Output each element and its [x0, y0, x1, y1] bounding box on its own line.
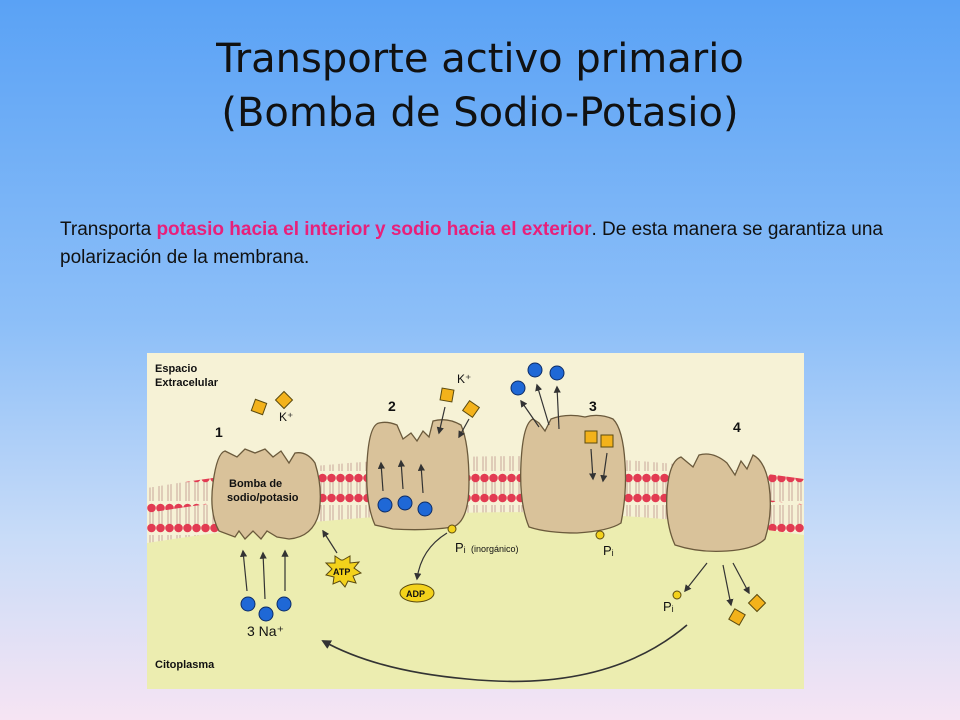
pump-label-2: sodio/potasio [227, 492, 299, 504]
pump-protein-3 [520, 414, 627, 534]
description-text-start: Transporta [60, 219, 157, 240]
atp-arrow [322, 529, 338, 554]
extracellular-label-1: Espacio [155, 363, 197, 375]
sodium-arrow-2b [397, 459, 406, 490]
potassium-ion-2b [461, 399, 481, 419]
potassium-ion-3a [584, 430, 598, 444]
sodium-label: 3 Na⁺ [247, 623, 284, 639]
slide-title: Transporte activo primario (Bomba de Sod… [0, 32, 960, 140]
phosphate-ion-a [447, 524, 457, 534]
sodium-ion-3a [527, 362, 543, 378]
sodium-arrow-3a [520, 399, 540, 428]
phosphate-label-b: Pᵢ [603, 543, 614, 558]
phosphate-label-a: Pᵢ [455, 540, 466, 555]
cytoplasm-region [147, 502, 804, 689]
pump-label-1: Bomba de [229, 478, 282, 490]
sodium-ion-2a [377, 497, 393, 513]
description-highlight: potasio hacia el interior y sodio hacia … [156, 219, 592, 240]
potassium-arrow-3b [600, 452, 608, 483]
sodium-ion-1b [258, 606, 274, 622]
sodium-ion-2c [417, 501, 433, 517]
phosphate-label-c: Pᵢ [663, 599, 674, 614]
potassium-ion-1b [274, 390, 294, 410]
sodium-arrow-2c [417, 463, 426, 494]
description-paragraph: Transporta potasio hacia el interior y s… [60, 216, 910, 272]
potassium-ion-2a [439, 387, 455, 403]
sodium-arrow-1b [259, 551, 267, 600]
sodium-arrow-3c [553, 385, 561, 430]
step-number-1: 1 [215, 424, 223, 440]
sodium-ion-3b [549, 365, 565, 381]
atp-molecule [324, 555, 363, 588]
phosphate-arrow-4 [684, 562, 708, 593]
potassium-ion-1a [250, 398, 268, 416]
pump-protein-4 [666, 453, 771, 553]
step-number-2: 2 [388, 398, 396, 414]
potassium-arrow-2a [436, 406, 446, 435]
sodium-ion-1a [240, 596, 256, 612]
adp-molecule [399, 583, 435, 603]
potassium-ion-3b [600, 434, 614, 448]
sodium-arrow-1a [239, 549, 248, 592]
description-text-end: . De esta manera se garantiza una polari… [60, 219, 884, 268]
step-number-4: 4 [733, 419, 741, 435]
sodium-potassium-pump-diagram: Espacio Extracelular Citoplasma Bomba de… [147, 353, 804, 689]
cytoplasm-label: Citoplasma [155, 659, 215, 671]
potassium-label-2: K⁺ [457, 372, 471, 386]
title-line-2: (Bomba de Sodio-Potasio) [221, 90, 739, 136]
adp-arrow [414, 532, 448, 581]
cycle-return-arrow [321, 624, 688, 683]
sodium-arrow-3b [535, 383, 550, 426]
diagram-svg: Espacio Extracelular Citoplasma Bomba de… [147, 353, 804, 689]
phosphate-ion-b [595, 530, 605, 540]
sodium-arrow-2a [377, 461, 386, 492]
potassium-ion-4b [747, 593, 767, 613]
pump-protein-1 [211, 448, 321, 540]
step-number-3: 3 [589, 398, 597, 414]
sodium-ion-1c [276, 596, 292, 612]
potassium-ion-4a [728, 608, 746, 626]
sodium-ion-2b [397, 495, 413, 511]
potassium-arrow-4b [732, 562, 750, 595]
phosphate-note: (inorgánico) [471, 544, 519, 554]
potassium-label-1: K⁺ [279, 410, 293, 424]
phosphate-ion-c [672, 590, 682, 600]
pump-protein-2 [366, 419, 470, 531]
adp-label: ADP [406, 589, 425, 599]
title-line-1: Transporte activo primario [216, 36, 744, 82]
atp-label: ATP [333, 567, 350, 577]
potassium-arrow-4a [722, 564, 734, 607]
potassium-arrow-2b [458, 418, 470, 439]
extracellular-label-2: Extracelular [155, 377, 219, 389]
sodium-ion-3c [510, 380, 526, 396]
potassium-arrow-3a [589, 448, 597, 481]
